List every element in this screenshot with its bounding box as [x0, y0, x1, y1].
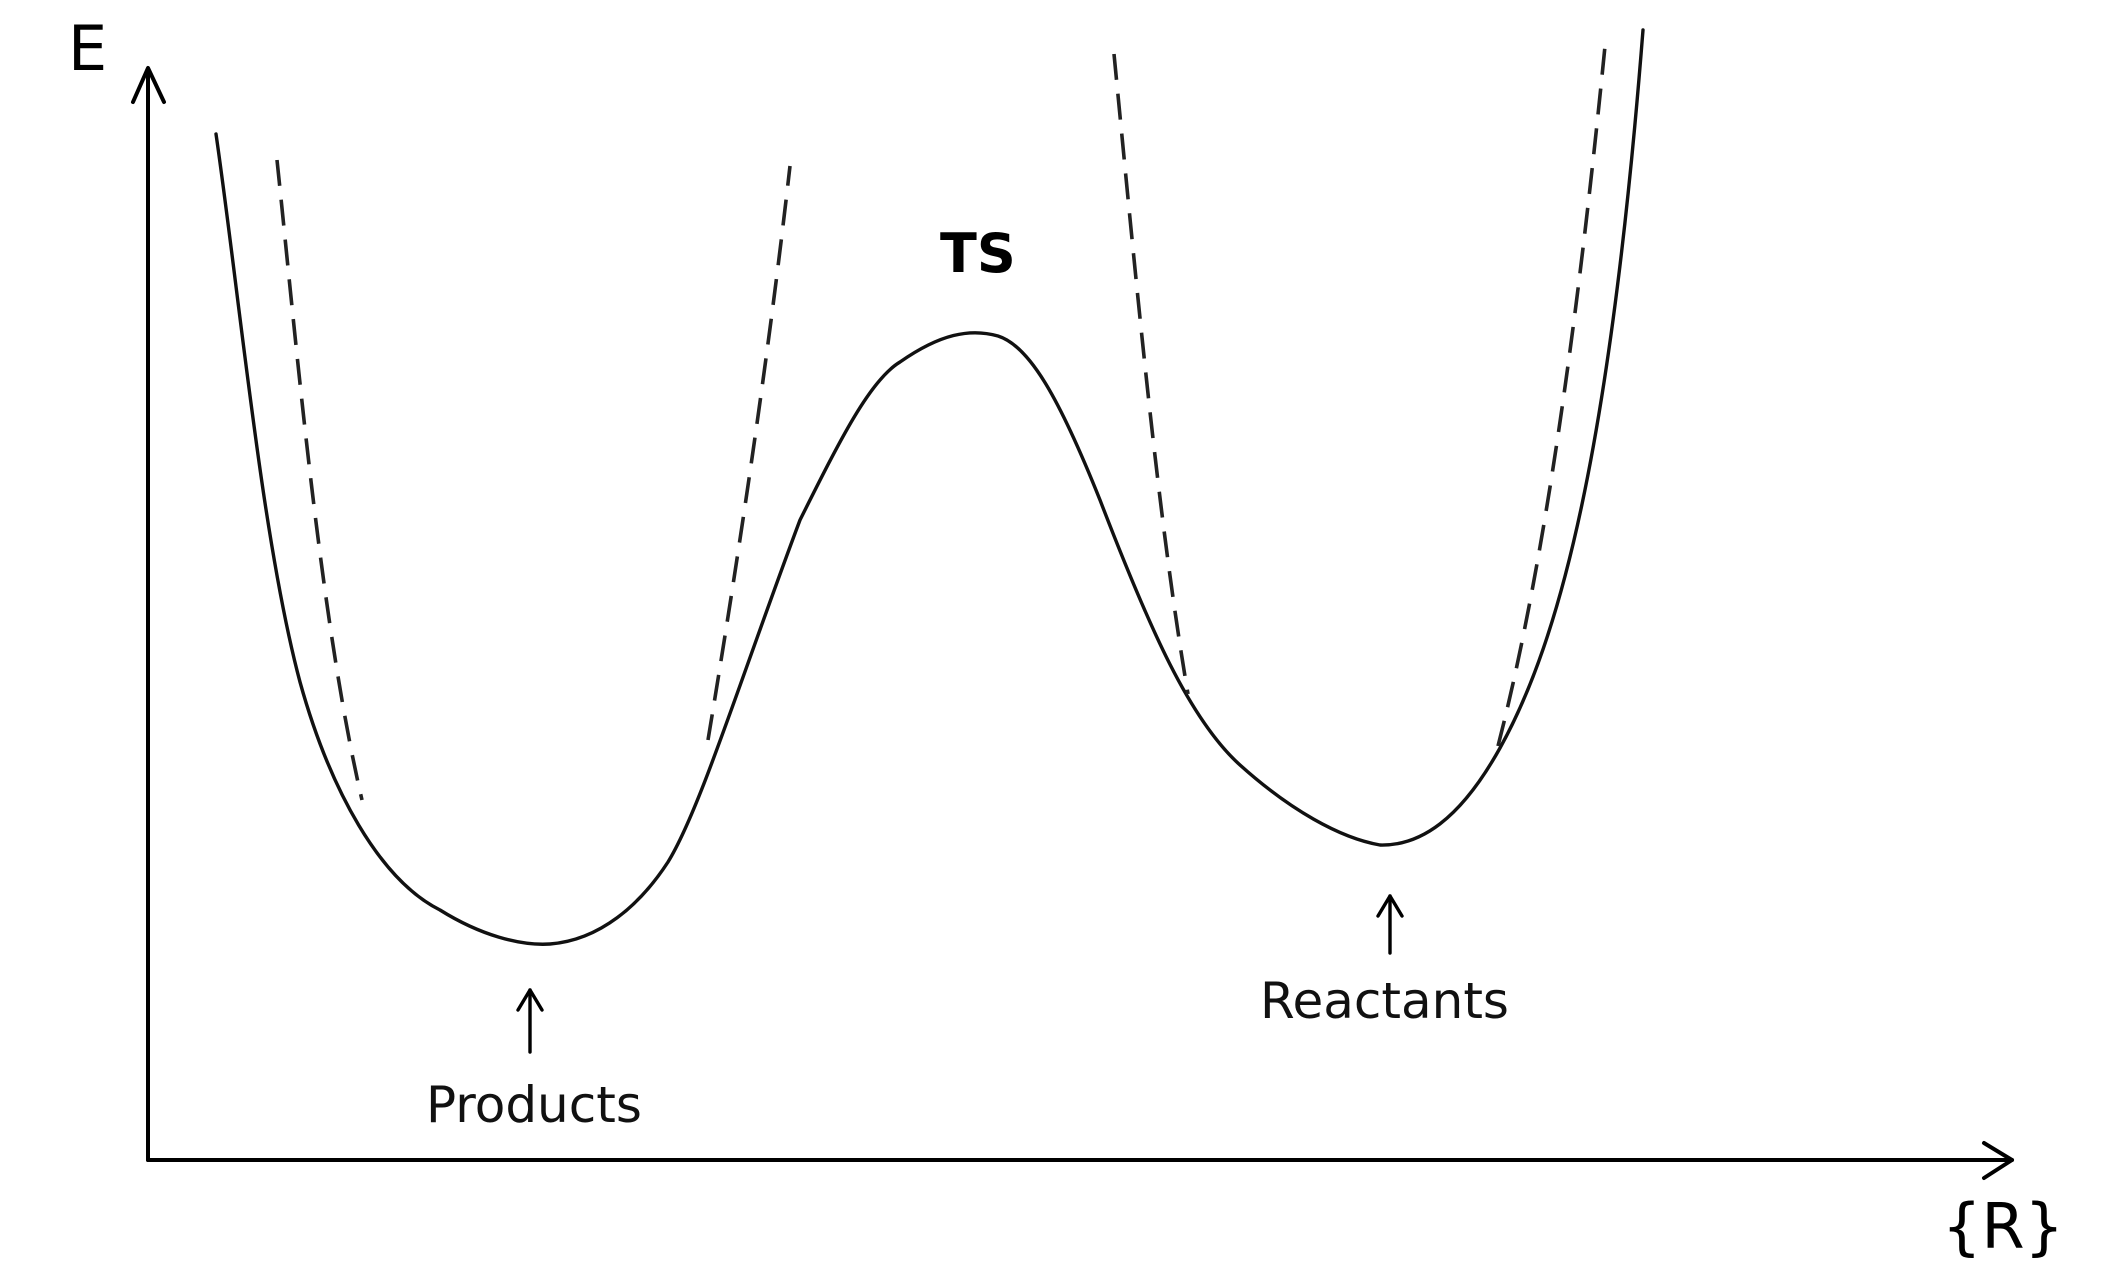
x-axis-label: {R}: [1942, 1190, 2064, 1263]
y-axis-label: E: [68, 12, 107, 85]
reactants-pointer: [1376, 894, 1404, 955]
products-arrow-head: [516, 988, 544, 1012]
reactants-arrow-head: [1376, 894, 1404, 918]
ts-label: TS: [940, 222, 1016, 285]
products-harmonic-left: [275, 159, 364, 801]
axes: [131, 66, 2014, 1180]
products-pointer: [516, 988, 544, 1054]
products-harmonic-right: [706, 165, 792, 741]
x-axis-arrowhead: [1982, 1141, 2014, 1180]
y-axis-arrowhead: [131, 66, 166, 104]
reactants-harmonic-left: [1112, 53, 1190, 695]
energy-curve: [214, 28, 1645, 946]
products-label: Products: [426, 1076, 642, 1134]
reactants-label: Reactants: [1260, 972, 1509, 1030]
reactants-harmonic-right: [1496, 35, 1608, 747]
